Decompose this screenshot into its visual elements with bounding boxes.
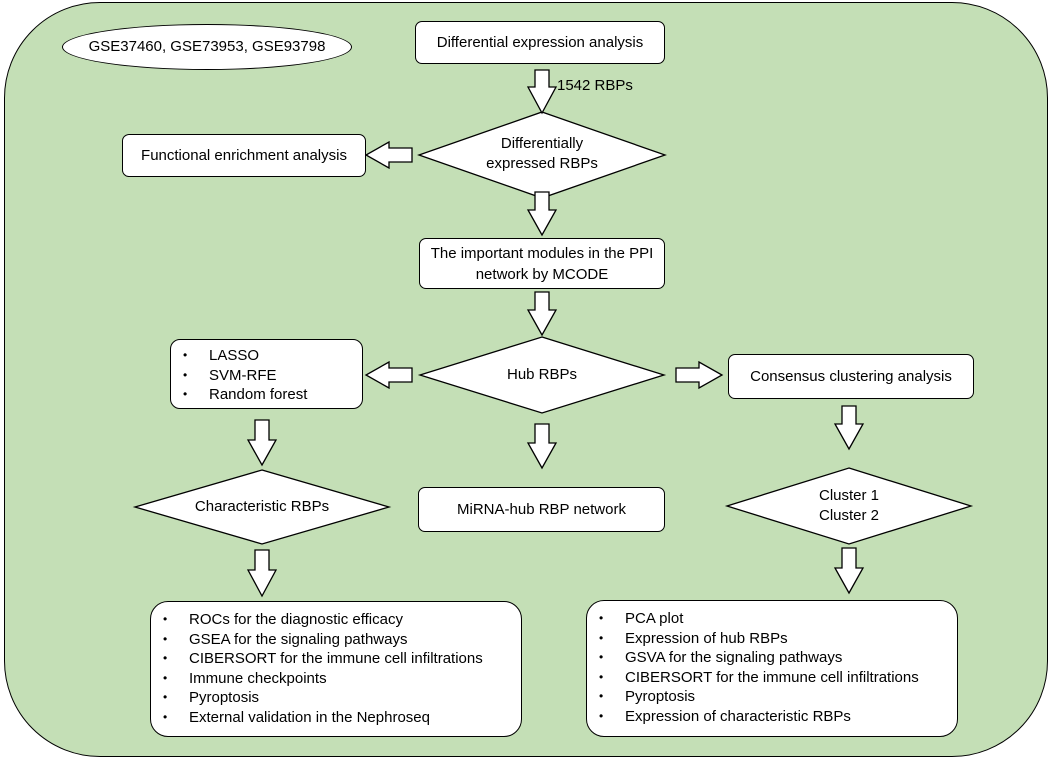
consensus-clustering-label: Consensus clustering analysis <box>750 367 952 385</box>
result-item: GSEA for the signaling pathways <box>151 630 521 650</box>
diamond-hub-rbps <box>417 336 667 414</box>
result-item: GSVA for the signaling pathways <box>587 648 957 668</box>
ml-methods-box: LASSO SVM-RFE Random forest <box>170 339 363 409</box>
arrow-down-to-ppi <box>526 191 558 237</box>
consensus-clustering-box: Consensus clustering analysis <box>728 354 974 399</box>
arrow-left-to-ml <box>364 360 413 390</box>
cluster-results-list: PCA plot Expression of hub RBPs GSVA for… <box>587 609 957 726</box>
arrow-down-to-characteristic <box>246 419 278 467</box>
hub-rbps-label: Hub RBPs <box>506 366 578 383</box>
result-item: Expression of hub RBPs <box>587 629 957 649</box>
cluster-results-box: PCA plot Expression of hub RBPs GSVA for… <box>586 600 958 737</box>
dataset-ellipse: GSE37460, GSE73953, GSE93798 <box>62 24 352 70</box>
result-item: ROCs for the diagnostic efficacy <box>151 610 521 630</box>
differentially-expressed-line2: expressed RBPs <box>486 155 598 172</box>
differential-expression-label: Differential expression analysis <box>436 33 644 51</box>
arrow-down-to-left-results <box>246 549 278 598</box>
mirna-network-label: MiRNA-hub RBP network <box>457 500 626 518</box>
arrow-down-to-clusters <box>833 405 865 451</box>
functional-enrichment-label: Functional enrichment analysis <box>141 146 347 164</box>
cluster-1-label: Cluster 1 <box>818 487 880 504</box>
functional-enrichment-box: Functional enrichment analysis <box>122 134 366 177</box>
diamond-clusters <box>724 467 974 545</box>
ppi-modules-box: The important modules in the PPI network… <box>419 238 665 289</box>
result-item: CIBERSORT for the immune cell infiltrati… <box>151 649 521 669</box>
ml-method-item: SVM-RFE <box>171 366 362 386</box>
arrow-down-to-hub <box>526 291 558 337</box>
result-item: Pyroptosis <box>587 687 957 707</box>
arrow-down-to-right-results <box>833 547 865 595</box>
arrow-down-1542 <box>526 69 558 115</box>
cluster-2-label: Cluster 2 <box>818 507 880 524</box>
result-item: Immune checkpoints <box>151 669 521 689</box>
arrow-down-to-mirna <box>526 423 558 470</box>
ppi-modules-line2: network by MCODE <box>475 265 609 283</box>
result-item: Expression of characteristic RBPs <box>587 707 957 727</box>
result-item: CIBERSORT for the immune cell infiltrati… <box>587 668 957 688</box>
ml-method-item: Random forest <box>171 385 362 405</box>
diamond-characteristic-rbps <box>132 469 392 545</box>
ppi-modules-line1: The important modules in the PPI <box>430 244 654 262</box>
mirna-network-box: MiRNA-hub RBP network <box>418 487 665 532</box>
characteristic-results-list: ROCs for the diagnostic efficacy GSEA fo… <box>151 610 521 727</box>
differential-expression-box: Differential expression analysis <box>415 21 665 64</box>
ml-method-item: LASSO <box>171 346 362 366</box>
clusters-label: Cluster 1 Cluster 2 <box>779 484 919 528</box>
dataset-label: GSE37460, GSE73953, GSE93798 <box>88 38 326 55</box>
arrow-right-to-consensus <box>675 360 724 390</box>
characteristic-results-box: ROCs for the diagnostic efficacy GSEA fo… <box>150 601 522 737</box>
arrow-label-rbps: 1542 RBPs <box>557 77 633 94</box>
result-item: External validation in the Nephroseq <box>151 708 521 728</box>
differentially-expressed-line1: Differentially <box>500 135 584 152</box>
arrow-left-to-enrichment <box>364 140 413 170</box>
differentially-expressed-label: Differentially expressed RBPs <box>452 132 632 176</box>
ml-methods-list: LASSO SVM-RFE Random forest <box>171 346 362 405</box>
result-item: PCA plot <box>587 609 957 629</box>
characteristic-rbps-label: Characteristic RBPs <box>194 498 330 515</box>
result-item: Pyroptosis <box>151 688 521 708</box>
